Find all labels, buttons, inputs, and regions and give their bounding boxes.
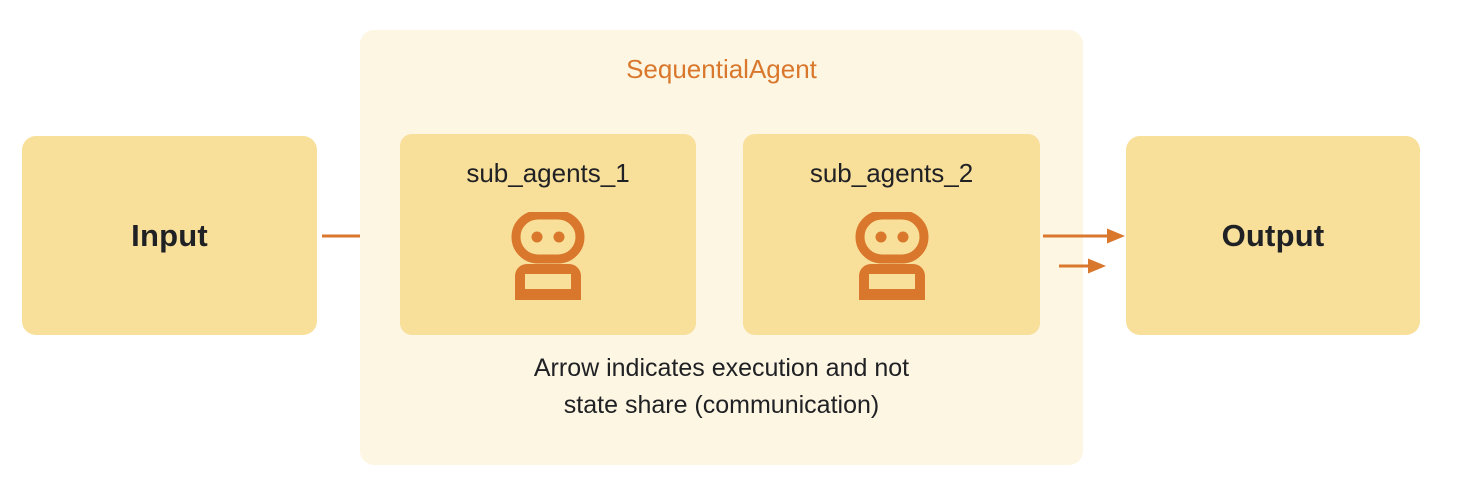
arrow-agent2-to-output-icon	[1043, 224, 1125, 248]
input-box: Input	[22, 136, 317, 335]
agent-label-sub-agents-2: sub_agents_2	[809, 158, 974, 188]
sequential-agent-title: SequentialAgent	[626, 54, 817, 84]
sequential-agent-container: SequentialAgent sub_agents_1	[360, 30, 1106, 465]
robot-icon	[509, 210, 587, 302]
agent-label-sub-agents-1: sub_agents_1	[466, 158, 630, 188]
agent-box-sub-agents-2: sub_agents_2	[743, 134, 1040, 335]
input-label: Input	[131, 218, 208, 253]
caption-line-2: state share (communication)	[563, 391, 880, 419]
container-caption: Arrow indicates execution and not state …	[360, 350, 1083, 424]
agent-box-sub-agents-1: sub_agents_1	[400, 134, 696, 335]
caption-line-1: Arrow indicates execution and not	[533, 354, 910, 382]
robot-icon	[853, 210, 931, 302]
output-box: Output	[1126, 136, 1420, 335]
output-label: Output	[1221, 218, 1325, 253]
arrow-agent1-to-agent2-icon	[1059, 254, 1106, 278]
